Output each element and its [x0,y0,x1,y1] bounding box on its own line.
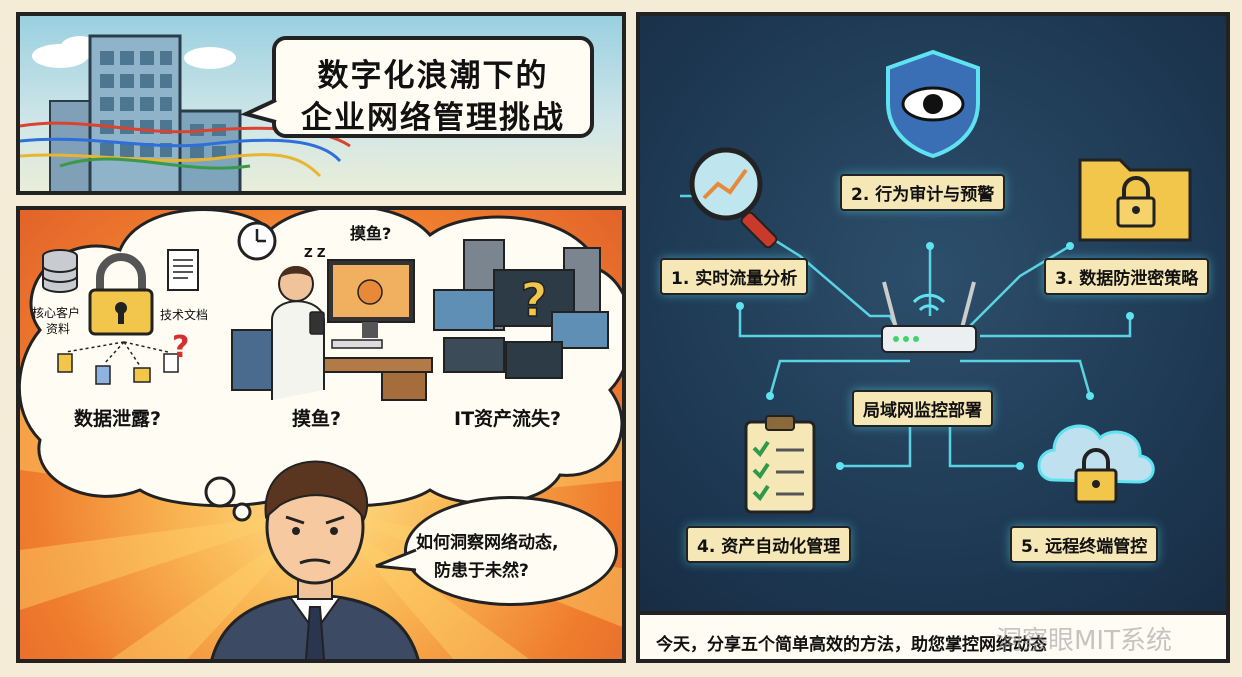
footer-bar [640,611,1226,659]
shield-eye-icon [886,49,980,159]
feature-3-tag: 3. 数据防泄密策略 [1044,258,1210,295]
folder-lock-icon [1078,158,1192,242]
router-icon [881,281,977,353]
center-tag: 局域网监控部署 [852,390,993,427]
red-question-mark: ? [172,330,190,365]
zz-label: Z Z [304,246,326,260]
office-worker-illustration [231,259,433,401]
city-illustration [20,34,351,191]
title-panel: 数字化浪潮下的 企业网络管理挑战 [16,12,626,195]
feature-1-tag: 1. 实时流量分析 [660,258,809,295]
footer-text: 今天，分享五个简单高效的方法，助您掌控网络动态 [656,635,1047,655]
feature-4-tag: 4. 资产自动化管理 [686,526,852,563]
it-devices-illustration: ? [433,239,609,379]
core-client-data-label-2: 资料 [46,322,71,336]
slacking-label: 摸鱼? [292,408,342,430]
speech-line2: 防患于未然? [434,561,529,581]
core-client-data-label-1: 核心客户 [32,306,81,320]
scattered-files-icon [57,341,179,385]
speech-bubble-tail [375,548,417,572]
small-question-label: 摸鱼? [350,224,392,243]
title-line2: 企业网络管理挑战 [301,100,565,136]
businessman-illustration [210,460,420,659]
challenges-panel: 核心客户 资料 技术文档 ? 数据泄露? 摸鱼? Z Z 摸鱼? [16,206,626,663]
padlock-icon [88,253,154,336]
magnifier-chart-icon [689,147,778,249]
checklist-clipboard-icon [744,415,816,514]
feature-5-tag: 5. 远程终端管控 [1010,526,1159,563]
title-box: 数字化浪潮下的 企业网络管理挑战 [272,36,594,138]
solutions-panel: 1. 实时流量分析 2. 行为审计与预警 3. 数据防泄密策略 局域网监控部署 … [636,12,1230,663]
feature-2-tag: 2. 行为审计与预警 [840,174,1006,211]
watermark-text: 洞察眼MIT系统 [996,626,1172,656]
clock-icon [237,221,277,261]
svg-text:?: ? [521,273,548,327]
speech-bubble [404,496,618,606]
tech-docs-label: 技术文档 [160,308,209,322]
speech-line1: 如何洞察网络动态, [416,533,559,553]
document-icon [167,249,199,291]
data-leak-label: 数据泄露? [74,408,162,430]
cloud-lock-icon [1037,424,1155,504]
title-line1: 数字化浪潮下的 [317,58,549,94]
database-icon [42,249,78,293]
title-box-tail [240,98,277,124]
it-asset-loss-label: IT资产流失? [454,408,562,430]
